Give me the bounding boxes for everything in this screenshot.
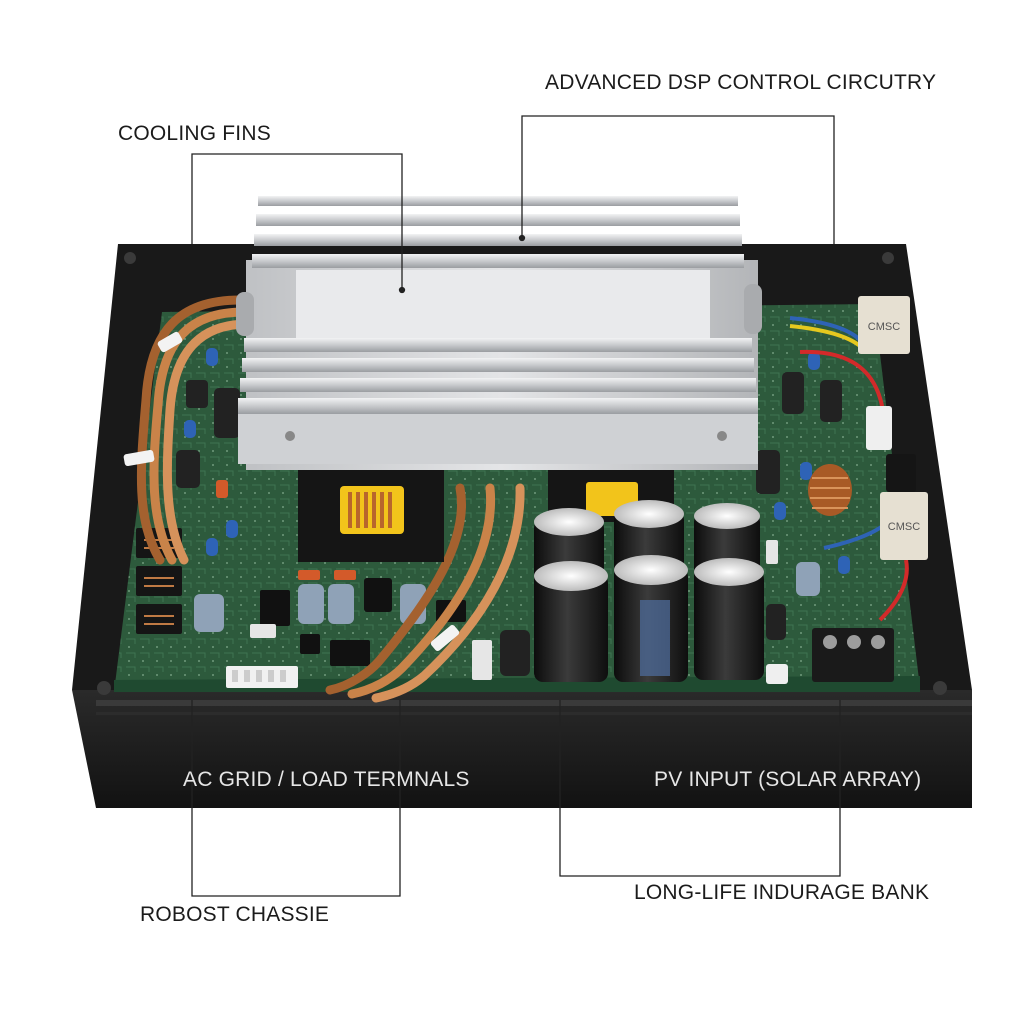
callout-lines bbox=[191, 115, 841, 897]
label-dsp-control: ADVANCED DSP CONTROL CIRCUTRY bbox=[545, 71, 937, 94]
capacitor-bank bbox=[534, 500, 764, 682]
screw-icon bbox=[882, 252, 894, 264]
label-plate: CMSC bbox=[858, 296, 910, 354]
callout-line-long-life bbox=[559, 700, 841, 877]
label-cooling-fins: COOLING FINS bbox=[118, 122, 271, 145]
callout-line-dsp bbox=[521, 115, 835, 244]
copper-wire-harness bbox=[123, 295, 525, 703]
label-pv-input: PV INPUT (SOLAR ARRAY) bbox=[654, 768, 922, 791]
label-long-life: LONG-LIFE INDURAGE BANK bbox=[634, 881, 930, 904]
transformer bbox=[298, 470, 674, 562]
plate-text: CMSC bbox=[888, 521, 920, 533]
label-ac-grid: AC GRID / LOAD TERMNALS bbox=[183, 768, 470, 791]
screw-icon bbox=[933, 681, 947, 695]
callout-line-cooling-fins bbox=[191, 153, 403, 290]
label-plate: CMSC bbox=[880, 492, 928, 560]
screw-icon bbox=[97, 681, 111, 695]
right-side-components: CMSC CMSC bbox=[789, 296, 928, 682]
callout-line-chassis bbox=[191, 700, 401, 897]
plate-text: CMSC bbox=[868, 321, 900, 333]
screw-icon bbox=[124, 252, 136, 264]
heatsink bbox=[236, 196, 762, 470]
chassis-front-panel bbox=[72, 690, 972, 808]
label-chassis: ROBOST CHASSIE bbox=[140, 903, 330, 926]
small-components bbox=[176, 348, 850, 688]
pv-terminal-block bbox=[812, 628, 894, 682]
